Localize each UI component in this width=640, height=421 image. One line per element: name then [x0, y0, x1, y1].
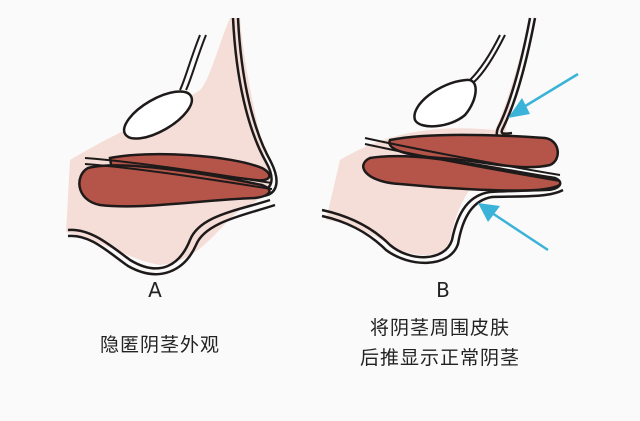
panel-a-illustration: [66, 17, 278, 276]
push-arrow-lower-icon: [478, 203, 549, 252]
panel-b-testis: [413, 78, 477, 128]
panel-b-illustration: [321, 17, 579, 264]
panel-a-skin: [66, 18, 271, 265]
panel-a-caption: 隐匿阴茎外观: [60, 330, 260, 360]
panel-a-caption-line: 隐匿阴茎外观: [99, 334, 220, 356]
panel-b-letter: B: [436, 278, 450, 302]
panel-b-caption: 将阴茎周围皮肤 后推显示正常阴茎: [330, 313, 550, 373]
panel-a-testis: [122, 90, 194, 140]
panel-b-caption-line-2: 后推显示正常阴茎: [359, 347, 520, 369]
push-arrow-upper-icon: [508, 72, 579, 118]
panel-b-caption-line-1: 将阴茎周围皮肤: [369, 317, 510, 339]
panel-a-letter: A: [148, 278, 162, 302]
